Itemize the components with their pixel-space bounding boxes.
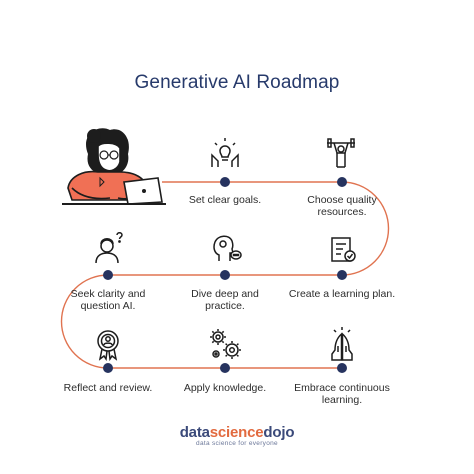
step-dot-2 (337, 177, 347, 187)
step-dot-3 (337, 270, 347, 280)
step-dot-8 (337, 363, 347, 373)
gears-icon (210, 329, 241, 359)
brand-part-left: data (179, 424, 210, 441)
brand-part-mid: science (209, 424, 264, 441)
praying-hands-icon (331, 327, 353, 361)
step-dot-7 (220, 363, 230, 373)
step-dot-6 (103, 363, 113, 373)
step-dot-1 (220, 177, 230, 187)
step-label-7: Apply knowledge. (183, 382, 267, 394)
brand-part-right: dojo (263, 424, 295, 441)
head-chat-icon (213, 235, 242, 261)
page-title: Generative AI Roadmap (134, 72, 340, 93)
checklist-icon (331, 237, 356, 262)
step-label-4: Dive deep and practice. (191, 288, 259, 312)
step-label-2: Choose quality resources. (307, 194, 377, 218)
step-label-8: Embrace continuous learning. (294, 382, 390, 406)
step-dot-4 (220, 270, 230, 280)
brand-footer: datasciencedojo data science for everyon… (0, 424, 474, 447)
step-label-5: Seek clarity and question AI. (70, 288, 146, 312)
brand-logo: datasciencedojo (0, 424, 474, 441)
target-bulb-icon (211, 138, 239, 167)
award-person-icon (97, 330, 119, 361)
step-label-1: Set clear goals. (188, 194, 262, 206)
brand-tagline: data science for everyone (196, 440, 278, 447)
step-dot-5 (103, 270, 113, 280)
question-person-icon (95, 232, 123, 264)
step-label-6: Reflect and review. (63, 382, 153, 394)
woman-laptop-illustration (62, 128, 166, 205)
weightlifter-icon (327, 138, 355, 168)
step-label-3: Create a learning plan. (288, 288, 396, 300)
